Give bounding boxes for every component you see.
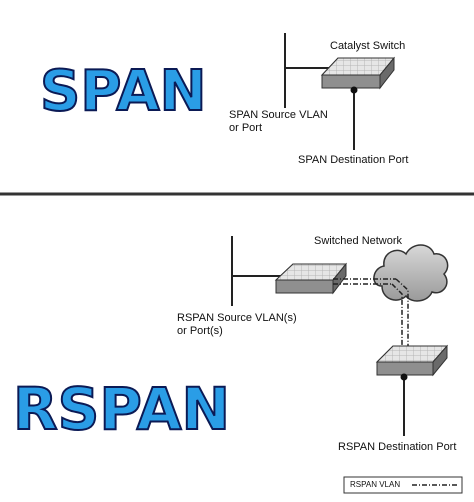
span-catalyst-switch-icon bbox=[320, 56, 396, 90]
span-title: SPAN bbox=[39, 59, 207, 124]
switched-network-cloud-icon bbox=[373, 244, 449, 302]
rspan-vlan-path bbox=[333, 278, 409, 352]
span-destination-link bbox=[350, 86, 358, 150]
switched-network-label: Switched Network bbox=[314, 235, 403, 247]
rspan-destination-label: RSPAN Destination Port bbox=[338, 441, 457, 453]
rspan-source-label: RSPAN Source VLAN(s) or Port(s) bbox=[177, 312, 297, 337]
span-destination-label: SPAN Destination Port bbox=[298, 154, 409, 166]
span-source-link bbox=[284, 33, 330, 108]
rspan-destination-link bbox=[400, 373, 408, 436]
legend-box bbox=[343, 476, 463, 494]
rspan-source-link bbox=[231, 236, 282, 306]
catalyst-switch-label: Catalyst Switch bbox=[330, 40, 406, 52]
rspan-source-switch-icon bbox=[274, 262, 348, 295]
rspan-title: RSPAN bbox=[12, 375, 231, 443]
legend-label: RSPAN VLAN bbox=[350, 480, 401, 489]
rspan-destination-switch-icon bbox=[375, 344, 449, 377]
span-source-label: SPAN Source VLAN or Port bbox=[229, 109, 328, 134]
